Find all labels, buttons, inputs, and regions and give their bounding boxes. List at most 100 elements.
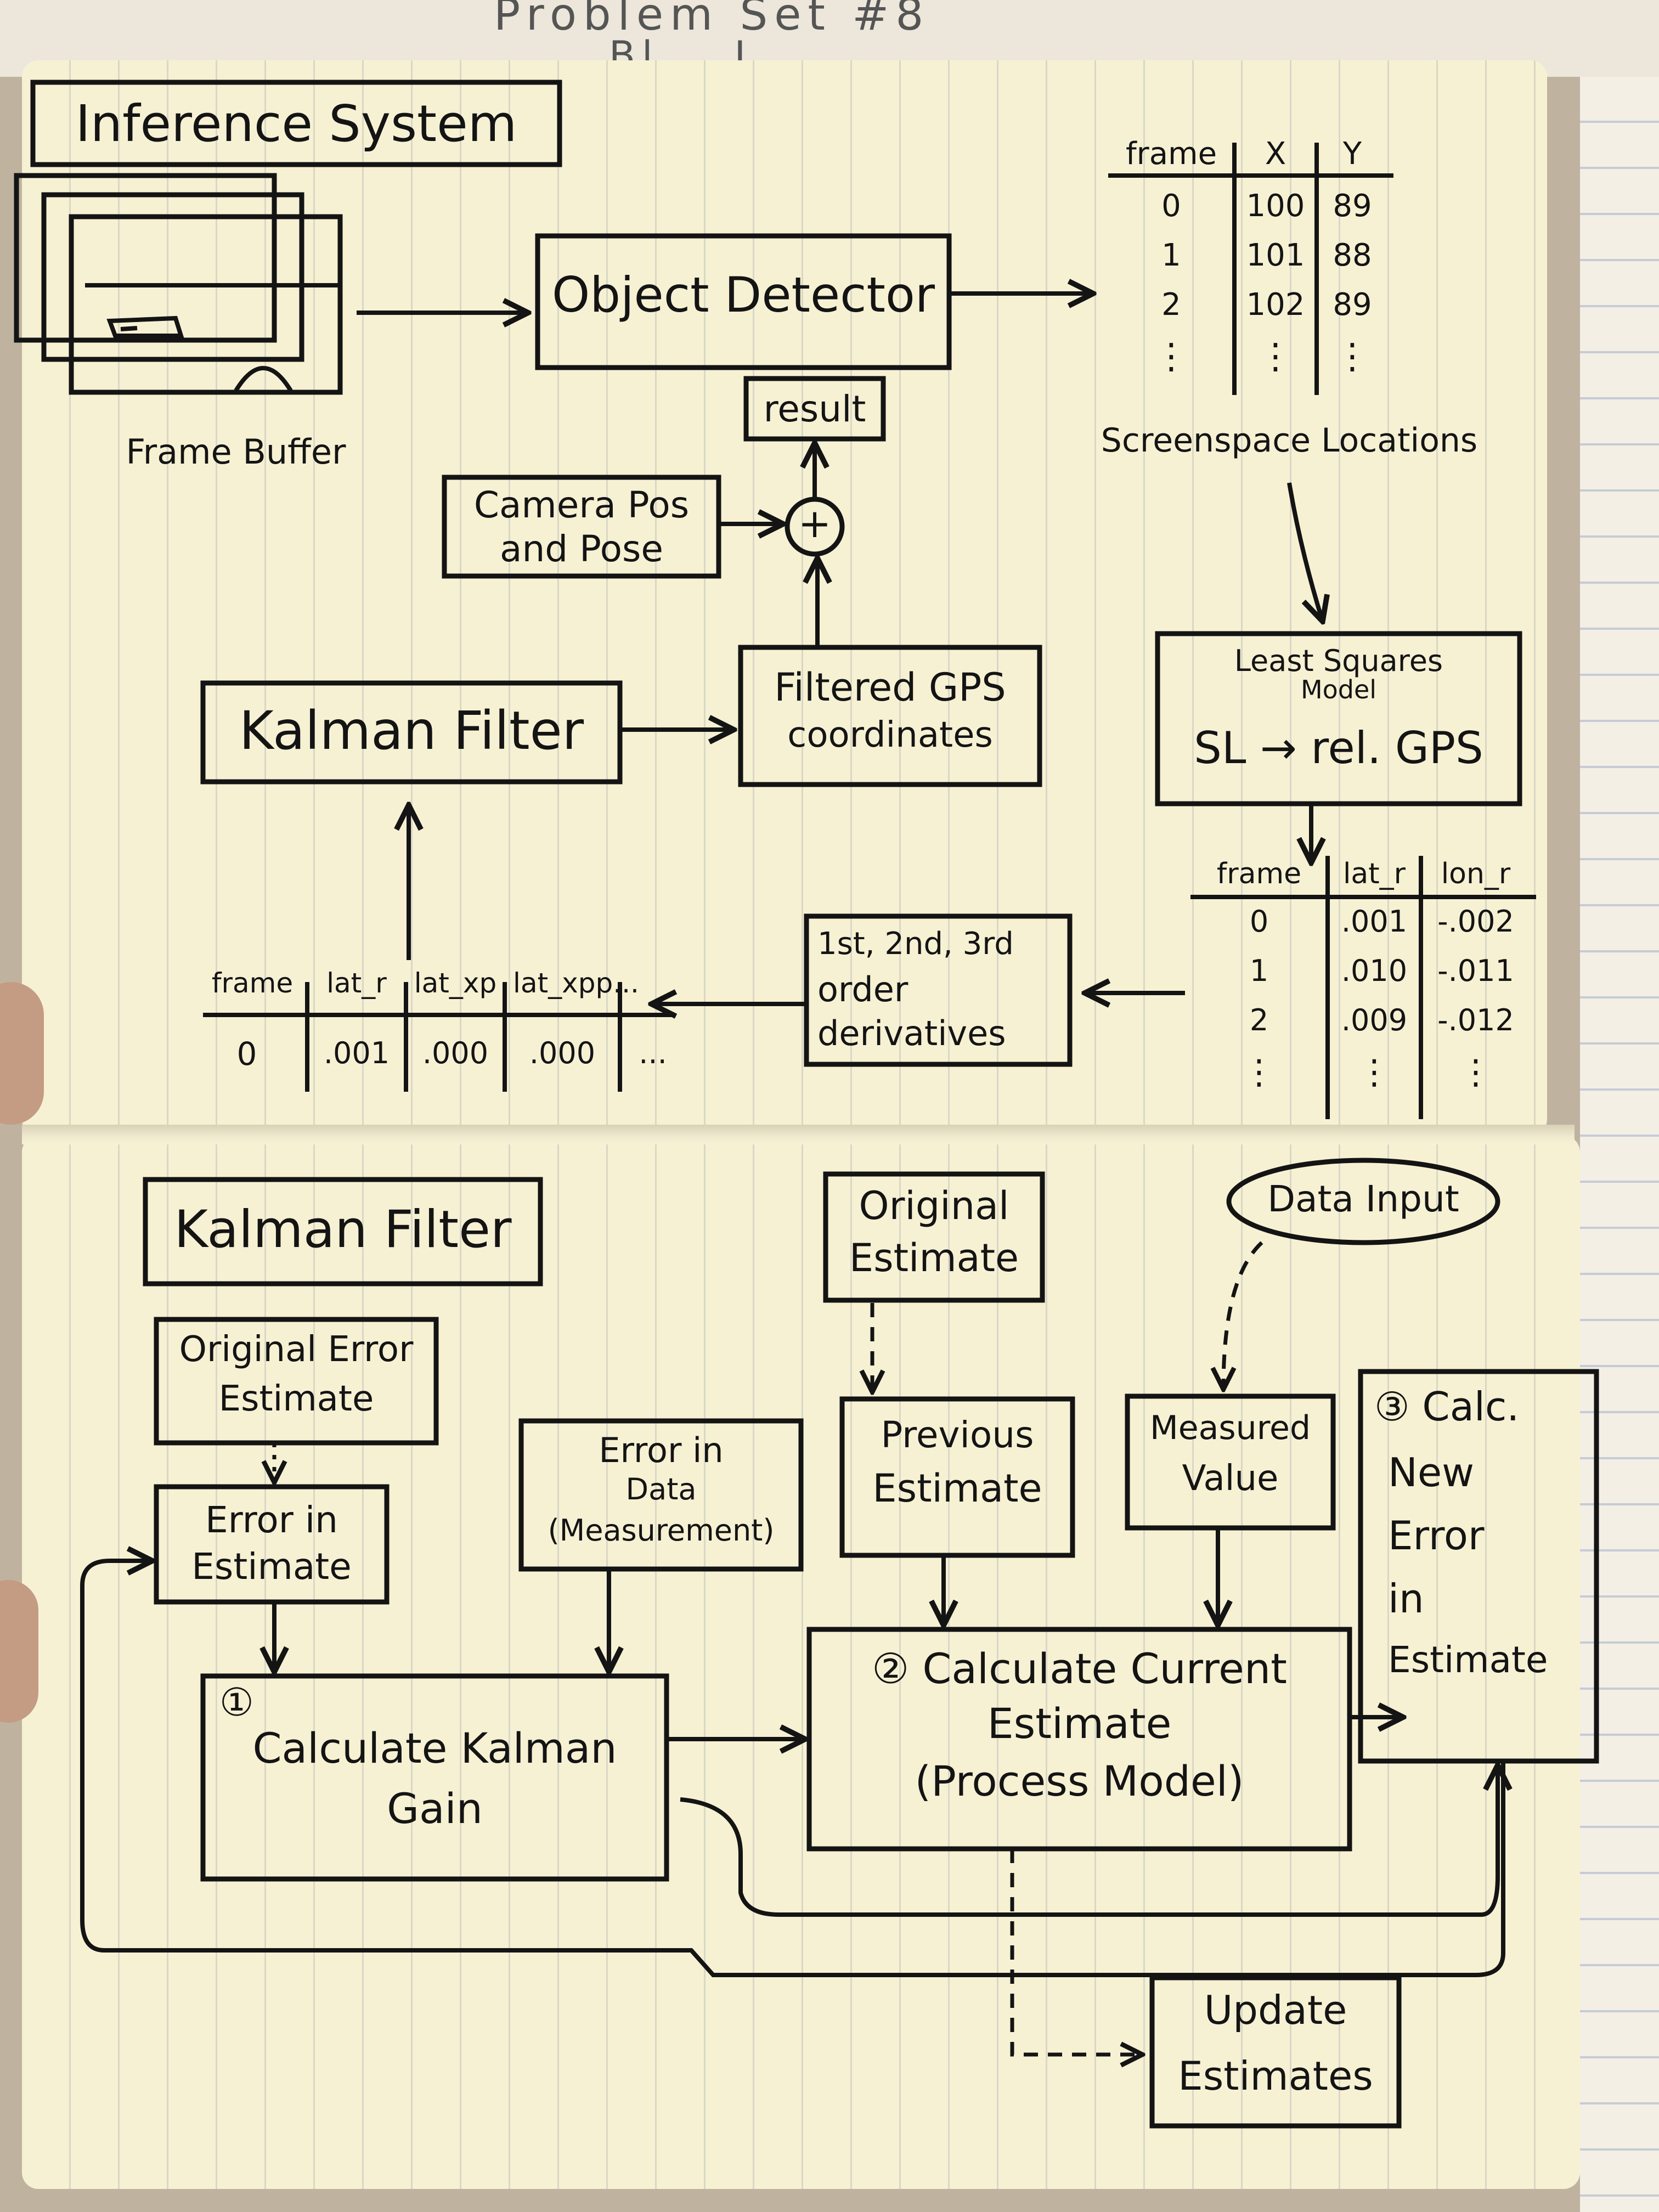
object-detector-box	[535, 233, 952, 370]
measured-value-box	[1125, 1393, 1336, 1531]
inference-title-box	[30, 80, 562, 167]
latlon-cell: .009	[1341, 1003, 1408, 1037]
xy-cell: 100	[1246, 188, 1305, 224]
arrow-data-input-to-measured	[1223, 1241, 1263, 1388]
header-line-1: Problem Set #8	[494, 0, 930, 40]
xy-cell: ⋮	[1258, 336, 1293, 377]
arrow-gain-to-calc-new	[680, 1767, 1498, 1917]
latlon-cell: 2	[1249, 1003, 1269, 1037]
latlon-cell: ⋮	[1242, 1052, 1276, 1092]
camera-line-2: and Pose	[500, 528, 663, 570]
derivatives-line-3: derivatives	[817, 1013, 1006, 1053]
xy-header-x: X	[1265, 136, 1286, 172]
calc-current-line-1: ② Calculate Current	[872, 1644, 1287, 1693]
data-input-ellipse	[1226, 1158, 1500, 1245]
latlon-cell: .001	[1341, 904, 1408, 939]
inference-title: Inference System	[75, 94, 517, 153]
latlon-cell: ⋮	[1459, 1052, 1493, 1092]
calc-current-line-2: Estimate	[987, 1699, 1172, 1748]
original-estimate-line-1: Original	[859, 1183, 1009, 1228]
original-estimate-line-2: Estimate	[849, 1235, 1019, 1280]
deriv-header-frame: frame	[211, 967, 294, 999]
filtered-gps-line-1: Filtered GPS	[774, 665, 1006, 710]
arrow-current-to-update	[1010, 1849, 1141, 2055]
measured-value-line-1: Measured	[1149, 1409, 1311, 1447]
deriv-cell: ...	[639, 1036, 667, 1070]
xy-header-y: Y	[1342, 136, 1362, 172]
kalman-title: Kalman Filter	[174, 1200, 512, 1260]
calc-current-line-3: (Process Model)	[915, 1757, 1244, 1805]
background-notebook	[1580, 77, 1659, 2212]
calc-current-estimate-box	[806, 1627, 1352, 1852]
filtered-gps-box	[738, 645, 1042, 787]
previous-estimate-line-1: Previous	[881, 1414, 1034, 1456]
latlon-cell: 1	[1249, 953, 1269, 988]
error-in-data-line-2: Data	[625, 1472, 697, 1506]
xy-cell: 89	[1333, 287, 1372, 323]
kalman-title-box	[143, 1177, 543, 1286]
thumb	[0, 1580, 38, 1723]
least-squares-line-2: Model	[1300, 675, 1377, 704]
update-estimates-box	[1149, 1975, 1402, 2129]
error-in-data-line-3: (Measurement)	[548, 1513, 775, 1548]
frame-buffer-label: Frame Buffer	[126, 432, 346, 472]
update-line-1: Update	[1204, 1987, 1347, 2033]
xy-cell: ⋮	[1335, 336, 1370, 377]
screenspace-label: Screenspace Locations	[1101, 421, 1478, 460]
original-error-line-1: Original Error	[179, 1329, 414, 1370]
previous-estimate-line-2: Estimate	[872, 1466, 1042, 1511]
deriv-cell: .000	[529, 1036, 596, 1070]
plus-label: +	[798, 500, 832, 546]
latlon-cell: .010	[1341, 953, 1408, 988]
deriv-header-latxpp: lat_xpp...	[513, 967, 639, 999]
xy-header-frame: frame	[1125, 136, 1217, 172]
calc-new-error-box	[1358, 1369, 1599, 1764]
latlon-header-lat: lat_r	[1342, 857, 1406, 890]
xy-cell: 2	[1161, 287, 1181, 323]
filtered-gps-line-2: coordinates	[787, 715, 993, 755]
frame-stack-mid	[41, 192, 304, 362]
kalman-filter-label: Kalman Filter	[239, 700, 584, 761]
calc-new-error-line-4: in	[1388, 1576, 1424, 1622]
notebook-spine	[22, 1125, 1575, 1144]
frame-vehicle-sketch	[106, 315, 184, 338]
xy-cell: 0	[1161, 188, 1181, 224]
sl-to-gps-label: SL → rel. GPS	[1194, 723, 1483, 774]
latlon-cell: ⋮	[1357, 1052, 1391, 1092]
calc-kalman-gain-box	[200, 1673, 669, 1882]
arrow-feedback-to-error	[80, 1561, 1505, 1977]
latlon-cell: -.011	[1437, 953, 1514, 988]
least-squares-line-1: Least Squares	[1234, 644, 1443, 678]
deriv-cell: .000	[422, 1036, 489, 1070]
deriv-header-lat: lat_r	[326, 967, 387, 999]
step-1-marker: ①	[219, 1680, 254, 1725]
notebook-page-top	[22, 60, 1547, 1136]
calc-gain-line-2: Gain	[387, 1784, 483, 1833]
latlon-header-lon: lon_r	[1441, 857, 1511, 890]
previous-estimate-box	[839, 1396, 1075, 1558]
derivatives-line-1: 1st, 2nd, 3rd	[817, 926, 1014, 962]
deriv-header-latxp: lat_xp	[414, 967, 497, 999]
error-in-data-box	[518, 1418, 804, 1572]
frame-dome-sketch	[234, 366, 293, 392]
original-estimate-box	[823, 1171, 1045, 1303]
frame-stack-front	[69, 214, 343, 395]
latlon-cell: 0	[1249, 904, 1269, 939]
object-detector-label: Object Detector	[551, 267, 935, 323]
original-error-box	[154, 1317, 439, 1446]
error-in-data-line-1: Error in	[599, 1430, 724, 1470]
result-label: result	[763, 388, 866, 430]
latlon-cell: -.012	[1437, 1003, 1514, 1037]
least-squares-box	[1155, 631, 1522, 806]
xy-cell: ⋮	[1154, 336, 1189, 377]
xy-cell: 89	[1333, 188, 1372, 224]
camera-line-1: Camera Pos	[473, 484, 690, 526]
calc-new-error-line-2: New	[1388, 1449, 1475, 1496]
error-in-estimate-line-1: Error in	[205, 1499, 338, 1541]
data-input-label: Data Input	[1267, 1178, 1459, 1220]
xy-cell: 102	[1246, 287, 1305, 323]
thumb	[0, 982, 44, 1125]
deriv-cell: .001	[323, 1036, 390, 1070]
update-line-2: Estimates	[1178, 2053, 1373, 2099]
